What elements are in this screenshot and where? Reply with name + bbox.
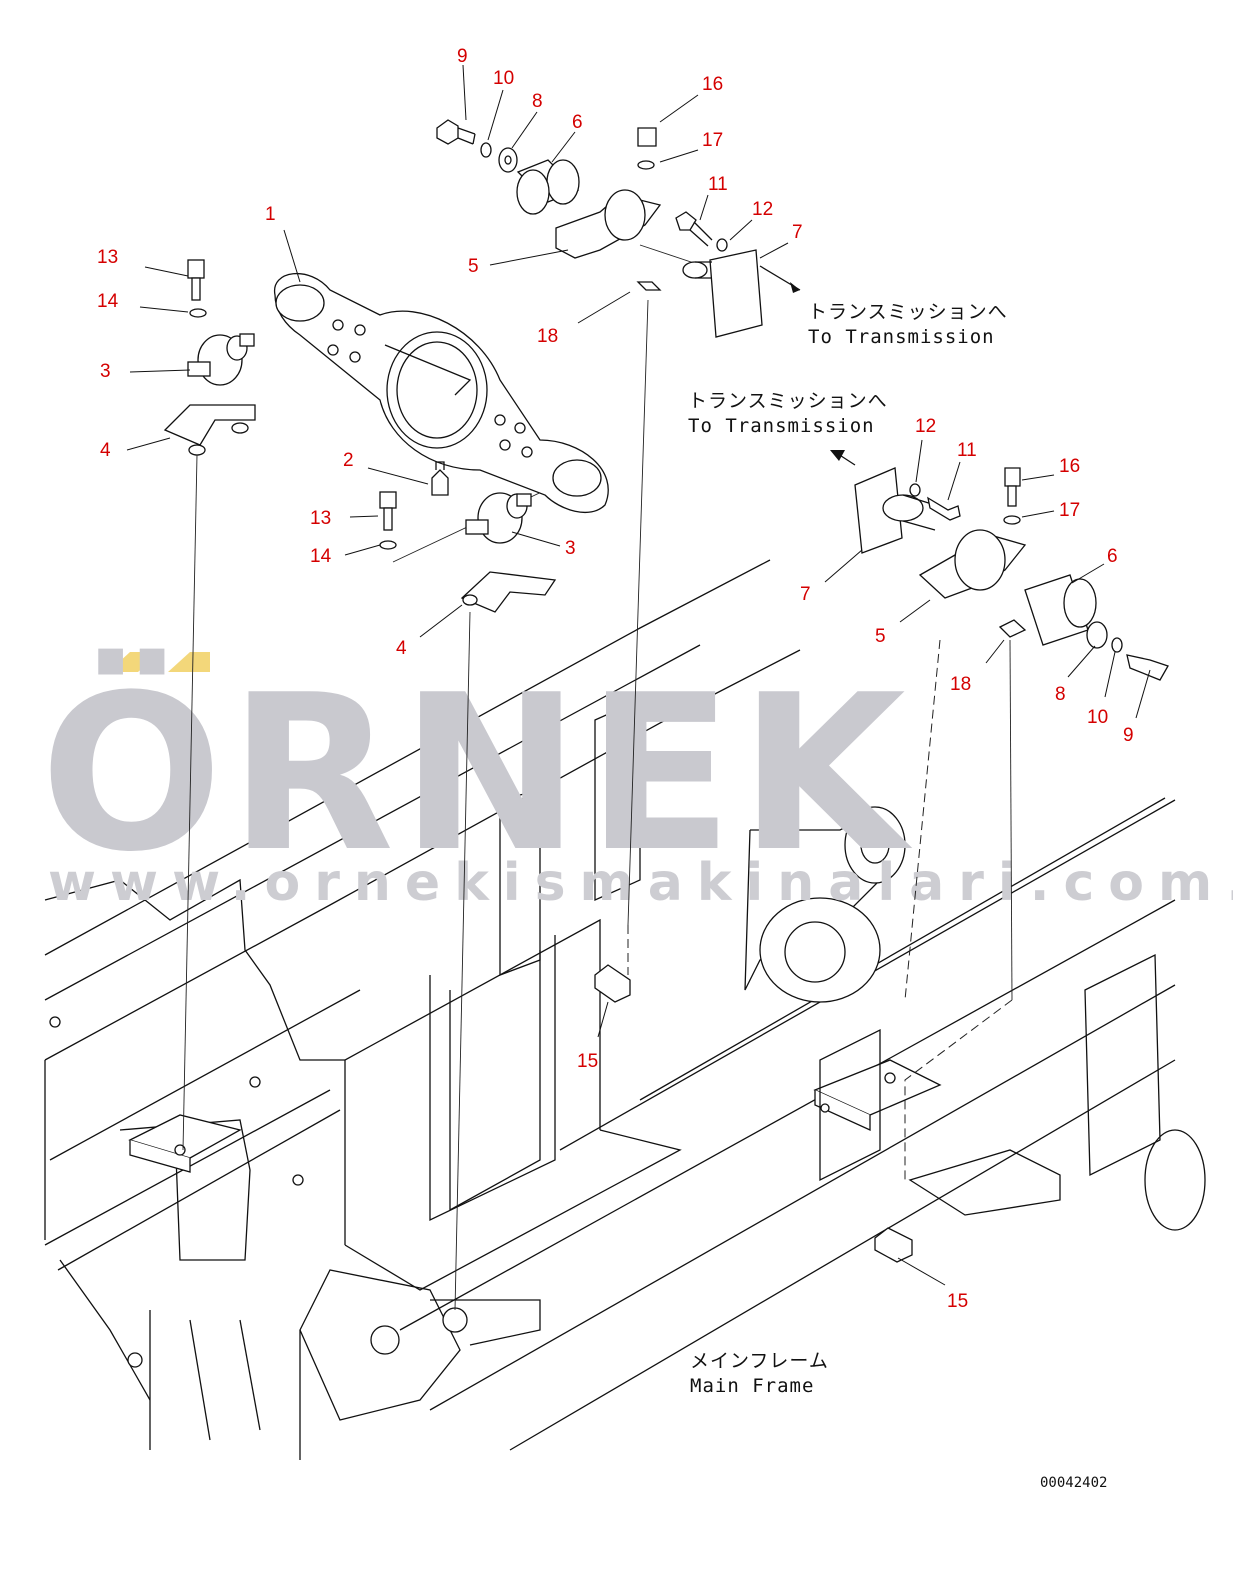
leader-lines <box>126 64 1151 1286</box>
note-transmission-en-right: To Transmission <box>688 415 875 437</box>
watermark: ÖRNEK www.ornekismakinalari.com.tr <box>40 648 1233 913</box>
callout-8-right: 8 <box>1055 684 1066 705</box>
grease-fitting-part <box>431 461 449 496</box>
callout-6-right: 6 <box>1107 546 1118 567</box>
callout-10-top: 10 <box>493 68 514 89</box>
note-main-frame-jp: メインフレーム <box>690 1350 829 1372</box>
block-part-center <box>594 964 631 1003</box>
callout-11-top: 11 <box>708 174 728 195</box>
watermark-brand: ÖRNEK <box>40 648 913 899</box>
callout-5-right: 5 <box>875 626 886 647</box>
callout-9-right: 9 <box>1123 725 1134 746</box>
note-transmission-jp-top: トランスミッションへ <box>808 301 1008 323</box>
annotation-notes: トランスミッションへ To Transmission トランスミッションへ To… <box>688 301 1107 1491</box>
bushing-part-left <box>187 333 255 386</box>
bushing-part-center <box>465 492 532 544</box>
callout-3-left: 3 <box>100 361 111 382</box>
callout-10-right: 10 <box>1087 707 1108 728</box>
callout-9-top: 9 <box>457 46 468 67</box>
mount-assembly-top <box>436 119 801 338</box>
watermark-accent-left <box>108 652 160 672</box>
callout-3-center: 3 <box>565 538 576 559</box>
callout-18-right: 18 <box>950 674 971 695</box>
callout-4-center: 4 <box>396 638 407 659</box>
drawing-code: 00042402 <box>1040 1475 1107 1491</box>
callout-12-right: 12 <box>915 416 936 437</box>
main-frame-drawing <box>44 559 1206 1460</box>
callout-labels: 9 10 8 6 16 17 11 12 7 5 18 1 13 14 3 4 … <box>97 46 1134 1312</box>
watermark-url: www.ornekismakinalari.com.tr <box>48 853 1233 913</box>
plate-part-center <box>460 571 557 613</box>
callout-5-top: 5 <box>468 256 479 277</box>
mount-assembly-right <box>830 450 1169 681</box>
plate-part-left <box>163 404 256 456</box>
watermark-accent-right <box>168 652 210 672</box>
callout-14-left: 14 <box>97 291 119 312</box>
note-transmission-en-top: To Transmission <box>808 326 995 348</box>
callout-6-top: 6 <box>572 112 583 133</box>
callout-4-left: 4 <box>100 440 111 461</box>
callout-16-top: 16 <box>702 74 723 95</box>
callout-13-left: 13 <box>97 247 118 268</box>
callout-7-top: 7 <box>792 222 803 243</box>
callout-1: 1 <box>265 204 276 225</box>
parts <box>163 119 1169 1263</box>
note-main-frame-en: Main Frame <box>690 1375 814 1397</box>
callout-17-right: 17 <box>1059 500 1080 521</box>
callout-15-right: 15 <box>947 1291 968 1312</box>
callout-16-right: 16 <box>1059 456 1080 477</box>
callout-11-right: 11 <box>957 440 977 461</box>
bolt-part-center <box>379 491 397 550</box>
callout-13-center: 13 <box>310 508 331 529</box>
callout-14-center: 14 <box>310 546 332 567</box>
callout-8-top: 8 <box>532 91 543 112</box>
block-part-right <box>874 1227 913 1263</box>
callout-12-top: 12 <box>752 199 773 220</box>
assembly-lines <box>182 244 1013 1311</box>
callout-2: 2 <box>343 450 354 471</box>
callout-7-right: 7 <box>800 584 811 605</box>
equalizer-bar-part <box>274 273 609 514</box>
callout-17-top: 17 <box>702 130 723 151</box>
bolt-part-left <box>187 259 207 318</box>
note-transmission-jp-right: トランスミッションへ <box>688 390 888 412</box>
callout-15-center: 15 <box>577 1051 598 1072</box>
callout-18-top: 18 <box>537 326 558 347</box>
